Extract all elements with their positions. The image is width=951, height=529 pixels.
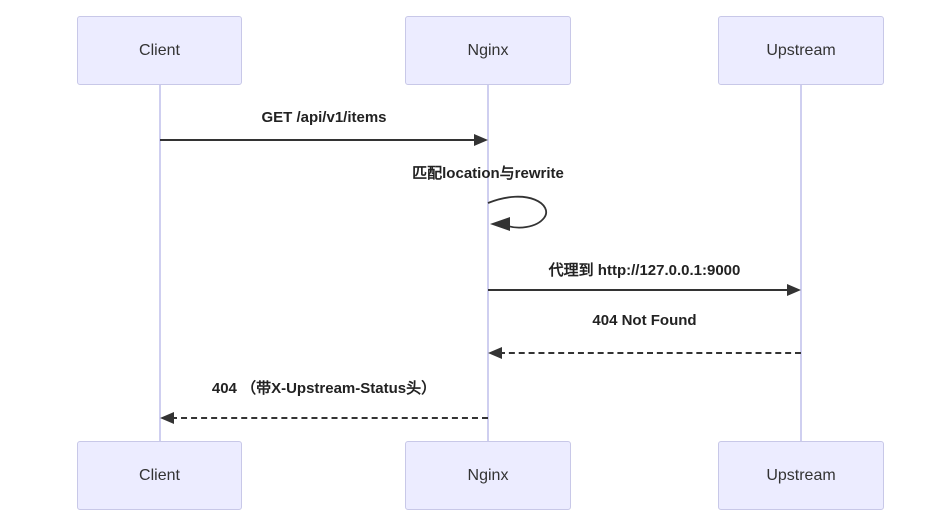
message-label-get-api: GET /api/v1/items xyxy=(261,109,387,126)
arrowhead-left-icon xyxy=(160,412,174,424)
message-line-get-api xyxy=(160,139,478,141)
lifeline-upstream xyxy=(800,85,802,441)
self-loop-arrow-icon xyxy=(487,195,547,231)
message-label-404-not-found: 404 Not Found xyxy=(592,312,697,329)
actor-client-top: Client xyxy=(77,16,242,85)
actor-nginx-bottom: Nginx xyxy=(405,441,571,510)
actor-upstream-top: Upstream xyxy=(718,16,884,85)
actor-nginx-top-label: Nginx xyxy=(467,41,509,59)
message-line-404-header xyxy=(171,417,488,419)
message-label-proxy: 代理到 http://127.0.0.1:9000 xyxy=(548,262,741,279)
message-label-404-header: 404 （带X-Upstream-Status头） xyxy=(211,380,437,397)
actor-client-bottom-label: Client xyxy=(139,466,180,484)
lifeline-client xyxy=(159,85,161,441)
message-line-proxy xyxy=(488,289,791,291)
actor-nginx-bottom-label: Nginx xyxy=(467,466,509,484)
actor-upstream-bottom: Upstream xyxy=(718,441,884,510)
arrowhead-right-icon xyxy=(787,284,801,296)
actor-client-bottom: Client xyxy=(77,441,242,510)
message-line-404-not-found xyxy=(499,352,801,354)
actor-client-top-label: Client xyxy=(139,41,180,59)
lifeline-nginx xyxy=(487,85,489,441)
actor-upstream-top-label: Upstream xyxy=(766,41,836,59)
arrowhead-right-icon xyxy=(474,134,488,146)
actor-nginx-top: Nginx xyxy=(405,16,571,85)
message-label-rewrite: 匹配location与rewrite xyxy=(412,165,564,182)
arrowhead-left-icon xyxy=(488,347,502,359)
actor-upstream-bottom-label: Upstream xyxy=(766,466,836,484)
